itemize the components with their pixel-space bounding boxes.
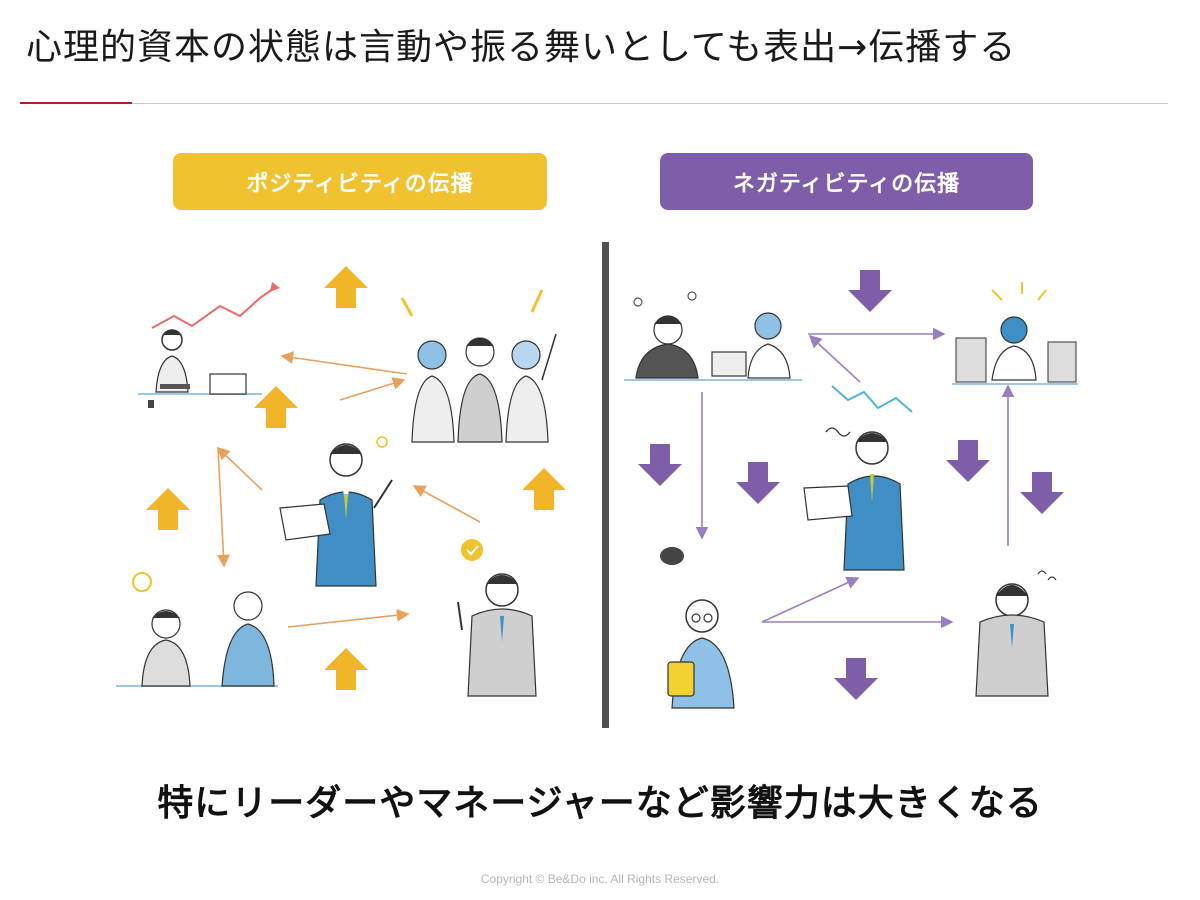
positivity-panel-title: ポジティビティの伝播 <box>173 153 547 210</box>
title-rule <box>20 103 1168 104</box>
down-arrow-icon <box>736 462 780 504</box>
leader-with-laptop-figure <box>279 436 393 587</box>
cheering-team-figure <box>400 289 557 443</box>
down-arrow-icon <box>834 658 878 700</box>
page-title: 心理的資本の状態は言動や振る舞いとしても表出→伝播する <box>26 27 1017 68</box>
worried-employee-figure <box>660 547 735 709</box>
positive-flow-lines <box>216 351 481 628</box>
discussing-pair-figure <box>116 572 278 687</box>
slide-subtitle: 特にリーダーやマネージャーなど影響力は大きくなる <box>157 783 1043 824</box>
down-arrow-icon <box>946 440 990 482</box>
up-arrow-icon <box>324 648 368 690</box>
worker-at-desk-figure <box>138 329 262 408</box>
up-arrow-icon <box>146 488 190 530</box>
negative-flow-lines <box>695 327 1015 629</box>
anxious-leader-figure <box>803 427 905 571</box>
panel-divider <box>602 242 609 728</box>
down-arrow-icon <box>1020 472 1064 514</box>
up-arrow-icon <box>522 468 566 510</box>
worried-phone-call-figure <box>975 570 1057 697</box>
title-rule-accent <box>20 102 132 104</box>
up-arrow-icon <box>254 386 298 428</box>
propagation-figure: ポジティビティの伝播 ネガティビティの伝播 <box>112 130 1092 740</box>
down-arrow-icon <box>638 444 682 486</box>
stressed-coworkers-figure <box>624 291 802 381</box>
negativity-panel-title: ネガティビティの伝播 <box>660 153 1033 210</box>
phone-call-figure <box>457 539 537 697</box>
up-arrow-icon <box>324 266 368 308</box>
falling-chart-line <box>831 385 913 413</box>
illustration-svg <box>116 266 1078 709</box>
overwhelmed-worker-figure <box>952 282 1078 385</box>
copyright-text: Copyright © Be&Do inc. All Rights Reserv… <box>480 872 720 886</box>
down-arrow-icon <box>848 270 892 312</box>
rising-chart-line <box>151 287 275 329</box>
